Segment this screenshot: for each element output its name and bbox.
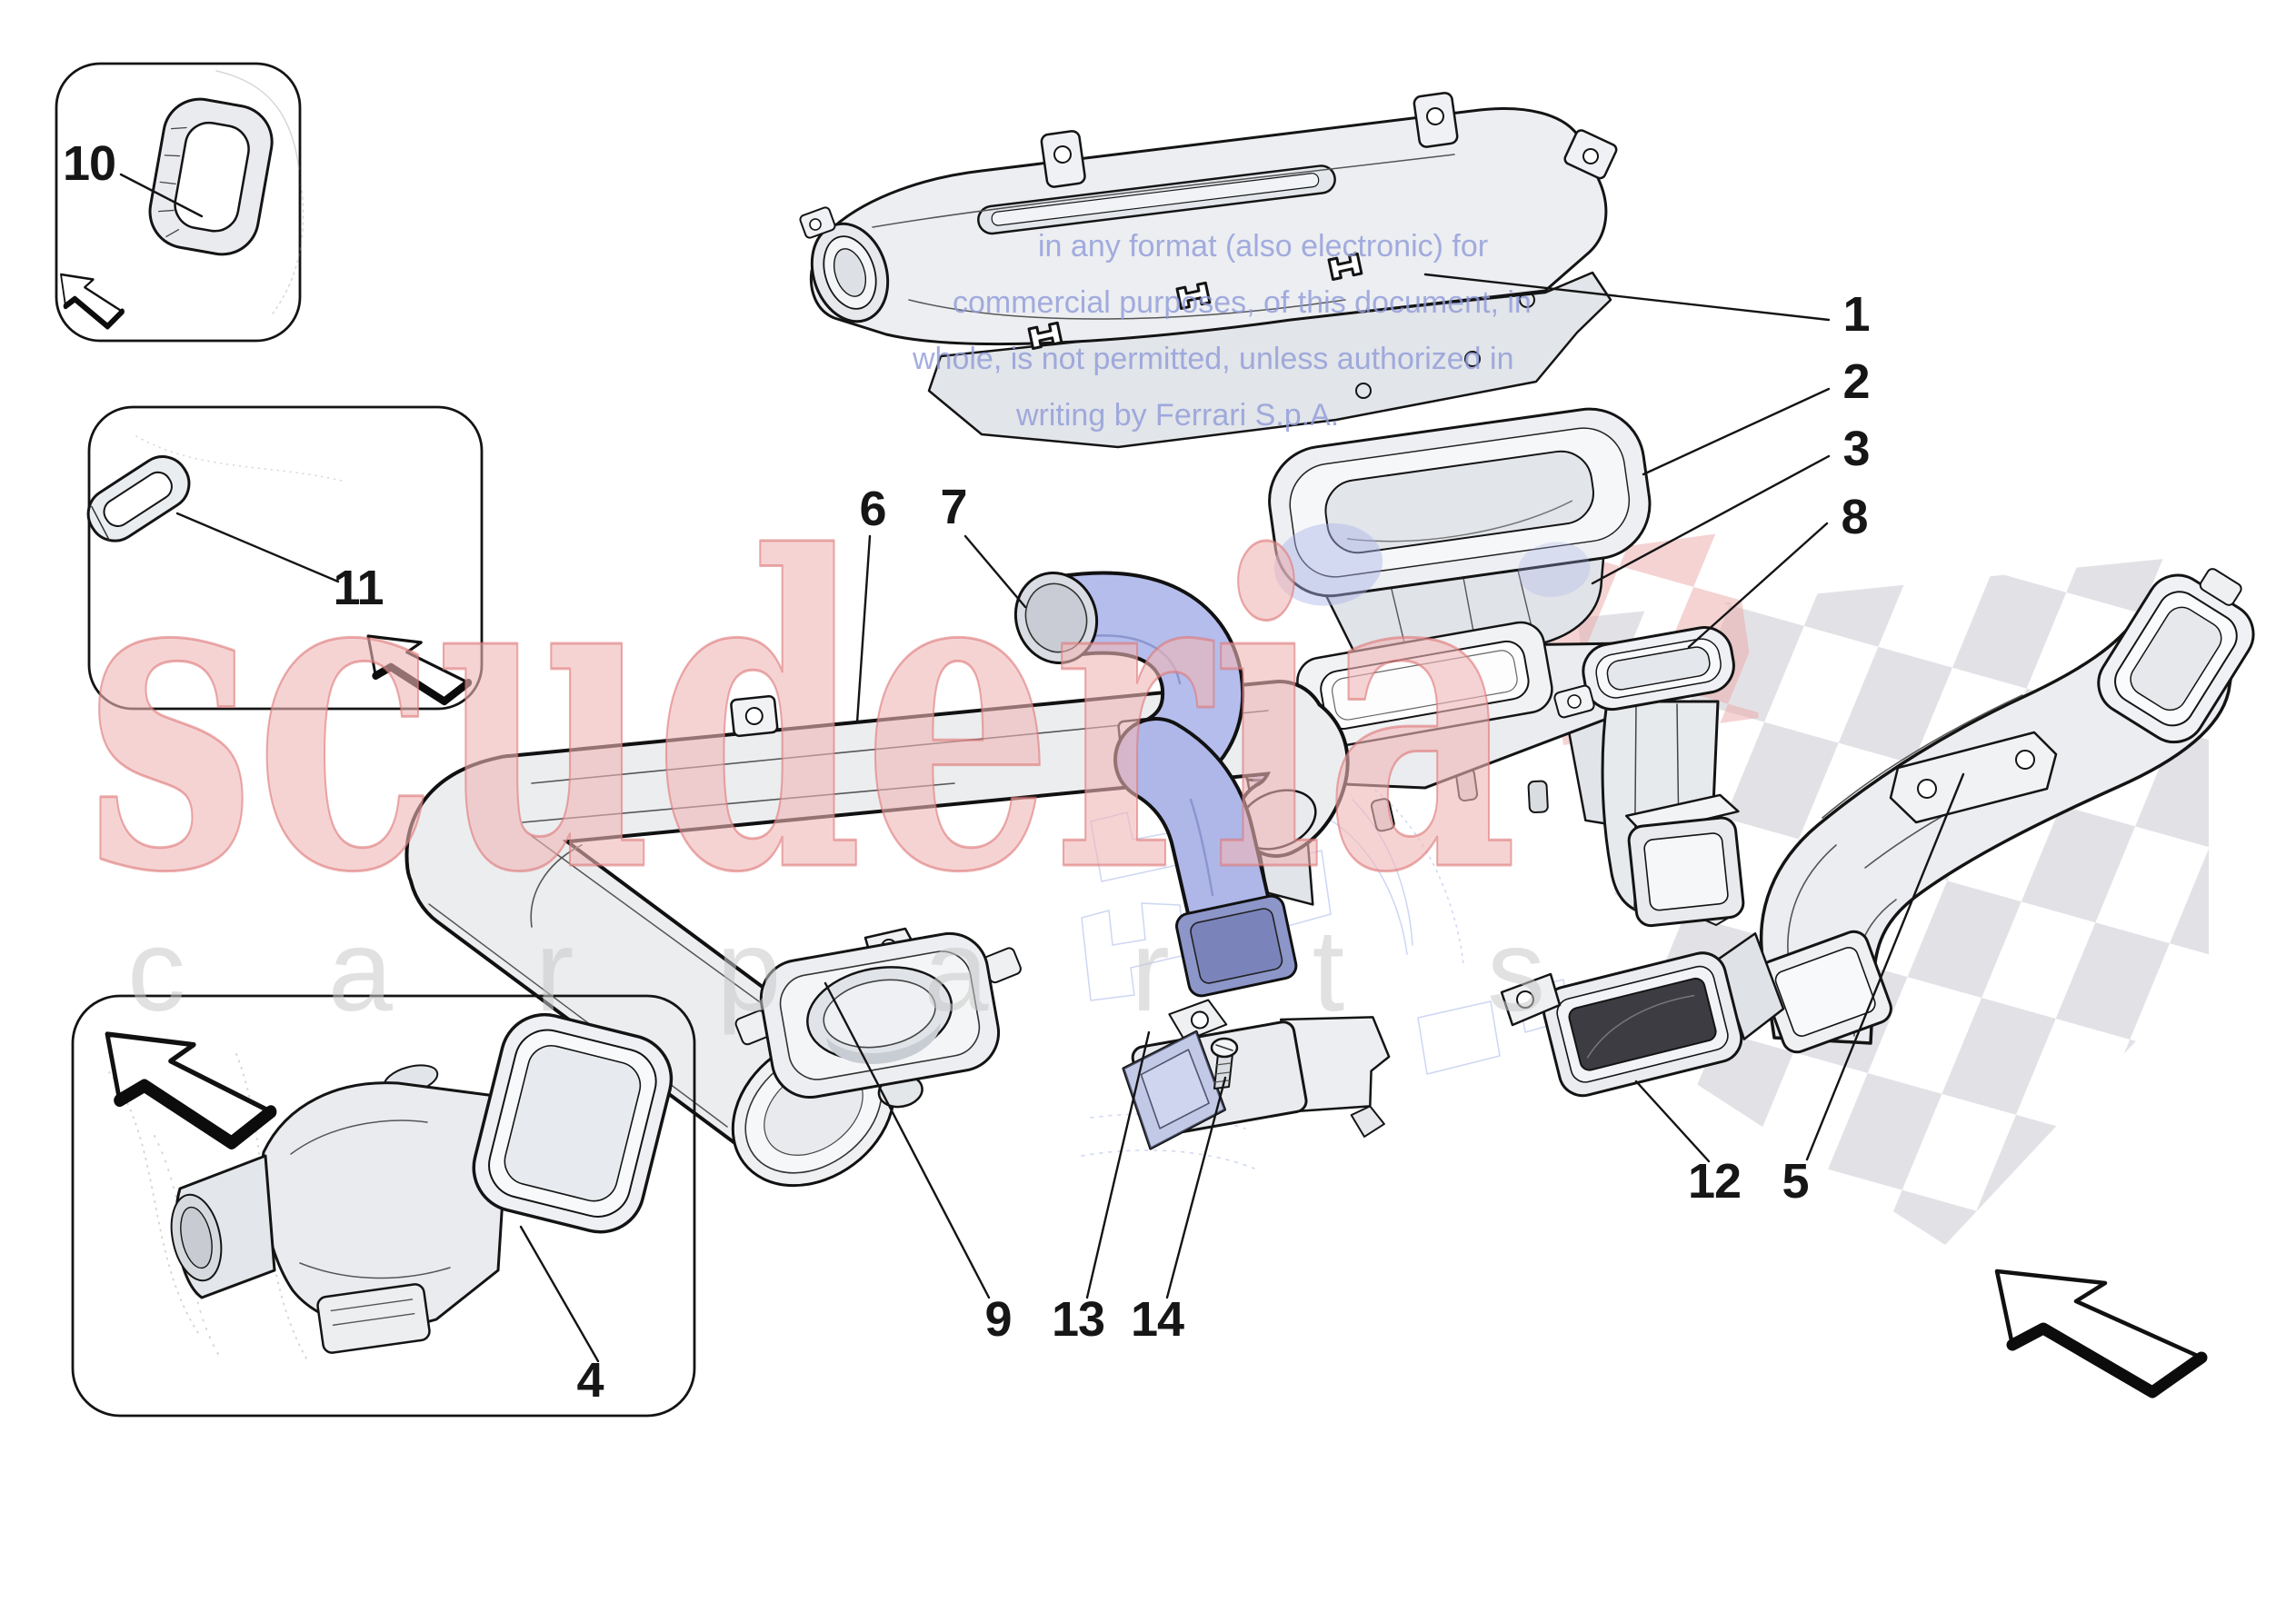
brand-watermark: scuderia (86, 464, 1518, 966)
part-13-drawing (1122, 999, 1391, 1150)
part-11-drawing (86, 455, 191, 542)
callout-2: 2 (1842, 354, 1870, 409)
part-10-drawing (148, 97, 274, 256)
callout-12: 12 (1687, 1154, 1742, 1209)
part-14-screw-drawing (1210, 1037, 1239, 1090)
watermark-text-layer: scuderia c a r p a r t s in any format (… (85, 229, 1546, 1036)
inset-boxes (55, 62, 696, 1418)
part-12-drawing (1500, 793, 1785, 1098)
callout-4: 4 (576, 1353, 604, 1408)
callout-11: 11 (333, 561, 384, 615)
part-7-drawing (1013, 571, 1298, 998)
callout-7: 7 (940, 480, 967, 534)
direction-arrows (61, 274, 2208, 1398)
inset-box-part-11 (87, 405, 484, 711)
inset-box-part-4 (71, 994, 696, 1418)
legal-notice-line: in any format (also electronic) for (1038, 229, 1488, 264)
brand-sub-watermark: c a r p a r t s (127, 906, 1545, 1036)
callout-3: 3 (1842, 422, 1870, 476)
nw-arrow-icon (1994, 1269, 2208, 1398)
part-4-drawing (170, 1012, 674, 1354)
nw-arrow-icon (61, 274, 123, 326)
callout-8: 8 (1841, 490, 1868, 544)
callout-6: 6 (859, 482, 886, 536)
callout-14: 14 (1130, 1292, 1184, 1347)
callout-1: 1 (1842, 287, 1870, 342)
part-1-drawing (799, 92, 1618, 449)
callout-13: 13 (1051, 1292, 1105, 1347)
leader-lines (119, 173, 1965, 1363)
part-9-drawing (734, 931, 1022, 1109)
callout-10: 10 (62, 136, 116, 191)
callout-9: 9 (984, 1292, 1012, 1347)
part-5-drawing (1758, 568, 2255, 1054)
legal-notice-line: commercial purposes, of this document, i… (953, 285, 1532, 320)
legal-notice-line: writing by Ferrari S.p.A. (1015, 398, 1339, 433)
legal-notice-line: whole, is not permitted, unless authoriz… (912, 342, 1513, 376)
nw-arrow-icon (107, 1034, 271, 1143)
inset-box-part-10 (55, 62, 302, 343)
callout-5: 5 (1782, 1154, 1809, 1209)
